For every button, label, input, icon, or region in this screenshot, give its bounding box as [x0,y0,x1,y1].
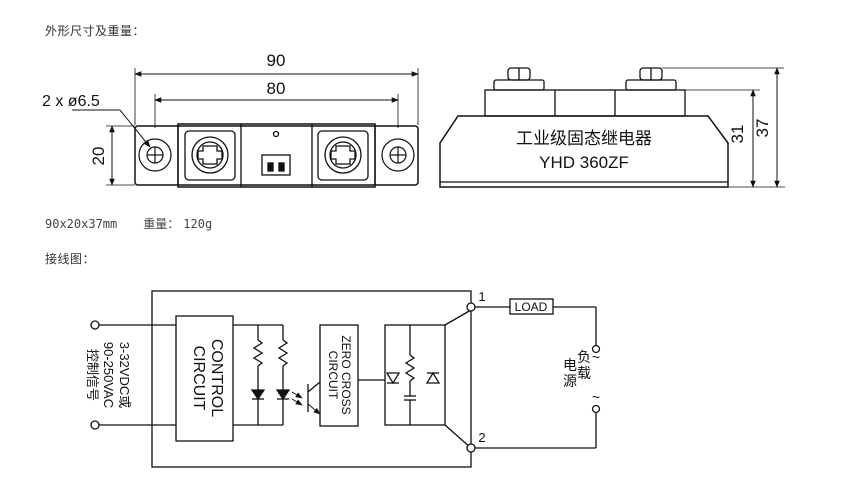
terminal-screw-left [184,130,236,181]
spec-weight-value: 120g [183,217,213,231]
load-source-char-1: 负 [577,349,591,365]
zero-cross-line-2: CIRCUIT [326,351,340,400]
control-input-line-2: 90-250VAC [101,342,116,408]
zero-cross-line-1: ZERO CROSS [339,335,353,414]
control-circuit-block: CONTROL CIRCUIT [190,339,225,417]
control-input-line-3: 控制信号 [85,349,100,401]
dim-20-label: 20 [89,147,108,166]
top-view [72,68,419,188]
control-block-line-1: CONTROL [208,339,225,417]
terminal-screw-right [317,130,369,181]
side-view [439,67,785,188]
control-connector [261,130,291,176]
product-name: 工业级固态继电器 [516,129,652,148]
dim-80-label: 80 [267,79,286,98]
product-model: YHD 360ZF [539,153,629,172]
hole-size-label: 2 x ø6.5 [42,93,100,110]
spec-weight-label: 重量： [143,217,180,231]
dimensions-heading: 外形尺寸及重量： [45,24,146,38]
load-source-char-2: 载 [577,365,591,381]
tilde-bottom: ~ [592,389,600,405]
control-input-line-1: 3-32VDC或 [117,342,132,408]
zero-cross-block: ZERO CROSS CIRCUIT [326,335,353,414]
control-block-line-2: CIRCUIT [190,346,207,411]
spec-line: 90x20x37mm 重量：120g [45,215,238,232]
load-source-char-3: 电 [563,357,577,373]
spec-size: 90x20x37mm [45,217,118,231]
wiring-diagram [90,290,601,468]
load-source-label: ~ 负 载 电 源 ~ [563,349,600,405]
terminal-1-label: 1 [478,289,485,304]
control-input-label: 3-32VDC或 90-250VAC 控制信号 [85,342,132,408]
mount-hole-left [138,138,172,172]
load-source-char-4: 源 [563,373,577,389]
tilde-top: ~ [592,349,600,365]
terminal-2-label: 2 [478,430,485,445]
load-label: LOAD [515,300,548,314]
dim-37-label: 37 [753,119,772,138]
wiring-heading: 接线图： [45,252,96,266]
dim-90-label: 90 [267,51,286,70]
mount-hole-right [381,138,415,172]
dim-31-label: 31 [728,125,747,144]
